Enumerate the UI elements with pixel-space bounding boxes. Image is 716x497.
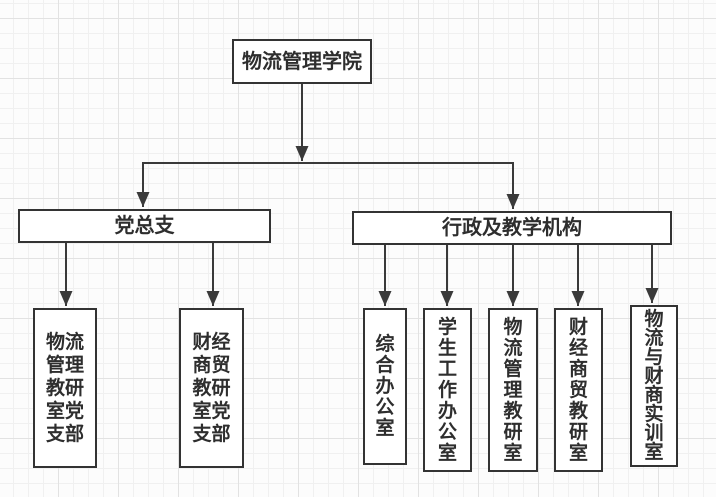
- org-node-logistics-teaching-office[interactable]: 物流管理教研室: [488, 308, 538, 472]
- org-node-general-office-label: 综合办公室: [375, 334, 395, 439]
- org-node-college[interactable]: 物流管理学院: [232, 39, 372, 84]
- org-node-logistics-teaching-party-branch-label: 物流管理教研室党支部: [45, 331, 84, 445]
- org-node-finance-trade-teaching-office-label: 财经商贸教研室: [568, 316, 588, 464]
- org-node-party-general-branch[interactable]: 党总支: [18, 209, 271, 243]
- org-node-student-affairs-office-label: 学生工作办公室: [437, 316, 457, 464]
- org-node-admin-teaching-orgs[interactable]: 行政及教学机构: [352, 211, 672, 245]
- org-node-logistics-finance-training-room[interactable]: 物流与财商实训室: [630, 305, 678, 467]
- org-node-finance-trade-teaching-office[interactable]: 财经商贸教研室: [554, 308, 603, 472]
- org-node-party-general-branch-label: 党总支: [114, 215, 175, 237]
- org-node-finance-trade-party-branch-label: 财经商贸教研室党支部: [192, 331, 231, 445]
- org-node-general-office[interactable]: 综合办公室: [363, 308, 407, 465]
- org-node-student-affairs-office[interactable]: 学生工作办公室: [423, 308, 472, 472]
- org-node-logistics-finance-training-room-label: 物流与财商实训室: [644, 309, 664, 463]
- org-node-finance-trade-party-branch[interactable]: 财经商贸教研室党支部: [179, 308, 244, 468]
- org-node-logistics-teaching-party-branch[interactable]: 物流管理教研室党支部: [33, 308, 97, 468]
- org-node-admin-teaching-orgs-label: 行政及教学机构: [442, 217, 582, 239]
- org-node-logistics-teaching-office-label: 物流管理教研室: [503, 316, 523, 464]
- org-node-college-label: 物流管理学院: [242, 50, 362, 73]
